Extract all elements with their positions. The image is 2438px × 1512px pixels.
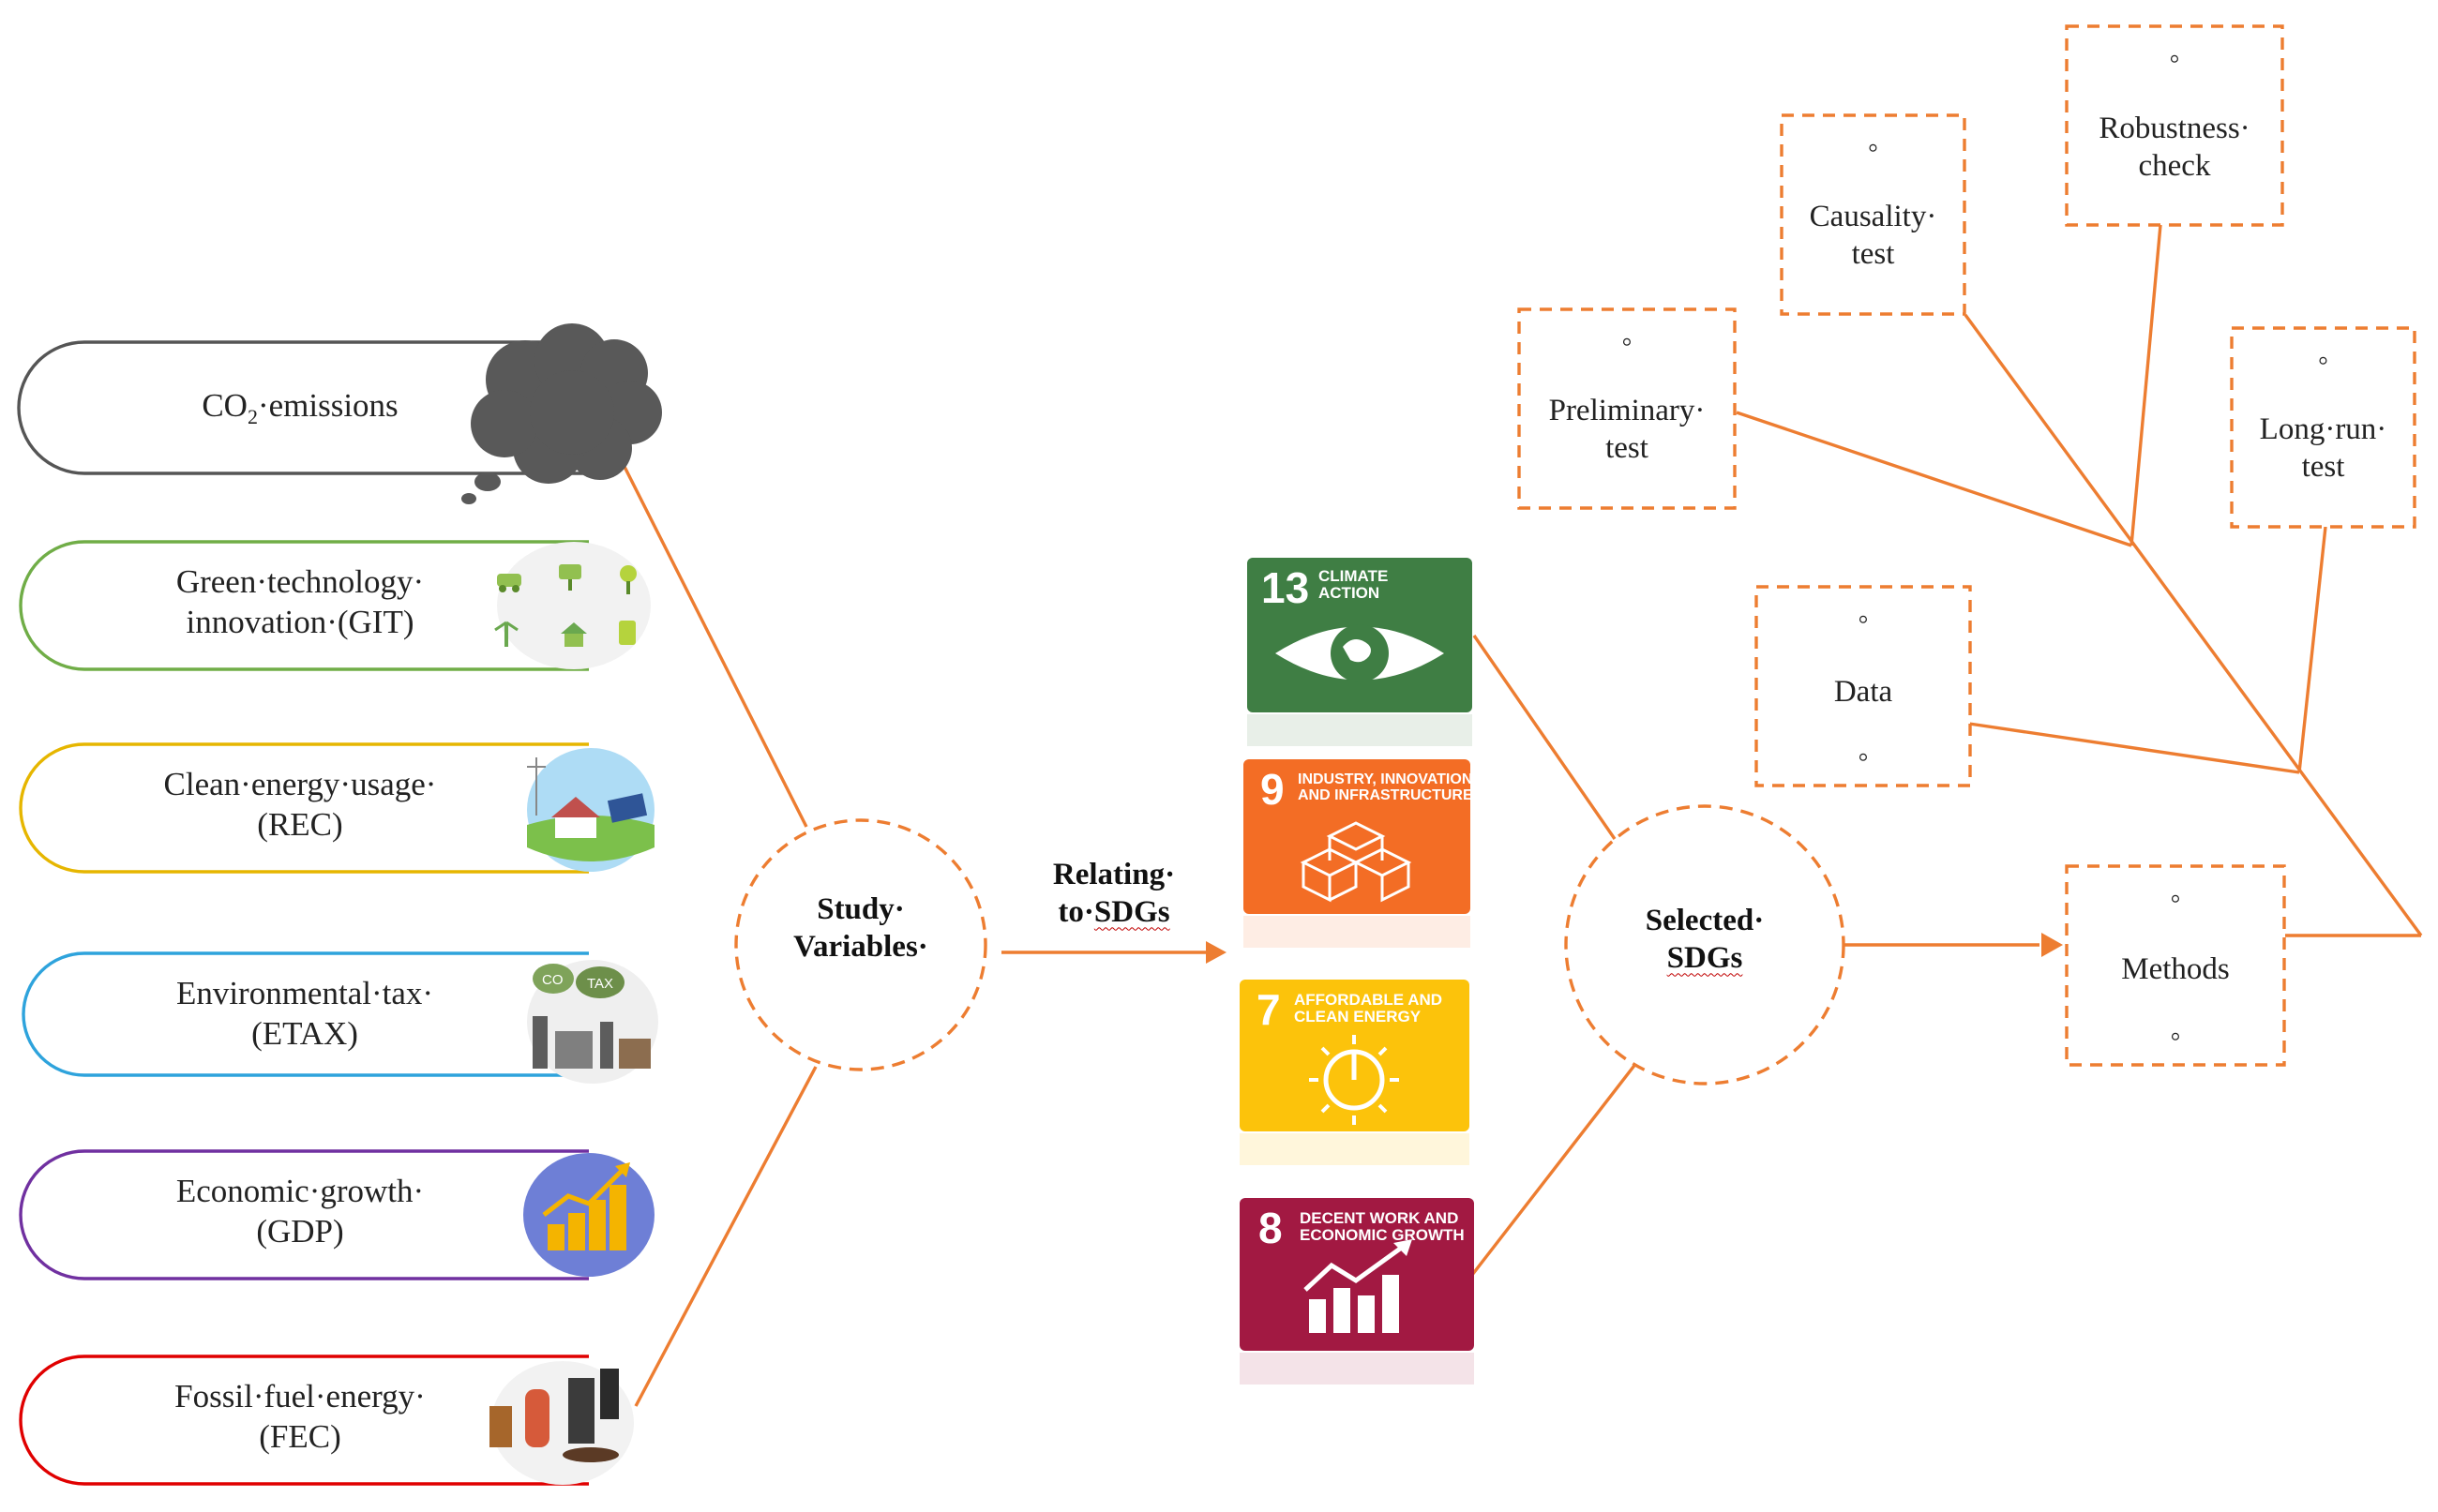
causality-test-box	[1780, 113, 1966, 316]
causality-test-label: Causality·test	[1809, 200, 1937, 272]
methods-label: Methods	[2121, 952, 2230, 986]
variable-label-rec: Clean·energy·usage·(REC)	[163, 766, 437, 843]
methods-bullet-bottom: ◦	[2170, 1020, 2181, 1054]
pill-git	[19, 540, 589, 671]
arrowhead-relating	[1206, 941, 1227, 964]
sdg-7-number: 7	[1257, 985, 1281, 1034]
methods-box	[2065, 864, 2286, 1067]
causality-test-bullet: ◦	[1867, 131, 1879, 165]
preliminary-test-label: Preliminary·test	[1548, 394, 1706, 466]
relating-to-sdgs-label: Relating·to·SDGs	[1052, 858, 1176, 930]
sdg-13-tile	[1247, 558, 1472, 746]
co2-tax-factory-icon: CO TAX	[527, 960, 658, 1084]
data-bullet-bottom: ◦	[1858, 741, 1869, 774]
arrowhead-methods	[2041, 933, 2063, 957]
variable-label-etax: Environmental·tax·(ETAX)	[175, 975, 434, 1052]
selected-sdgs-circle	[1564, 804, 1845, 1085]
variable-label-git: Green·technology·innovation·(GIT)	[175, 563, 425, 640]
sdg-9-tile	[1243, 759, 1470, 948]
pill-gdp	[19, 1149, 589, 1280]
robustness-check-bullet: ◦	[2169, 42, 2180, 76]
sdg-8-number: 8	[1258, 1204, 1283, 1252]
selected-sdgs-label: Selected·SDGs	[1645, 904, 1765, 976]
sdg-7-tile	[1240, 980, 1469, 1165]
methods-bullet-top: ◦	[2170, 882, 2181, 916]
pill-rec	[19, 742, 589, 874]
long-run-test-bullet: ◦	[2317, 344, 2329, 378]
pill-fec	[19, 1355, 589, 1486]
pill-etax	[22, 951, 589, 1077]
cloud-icon	[461, 323, 662, 504]
study-variables-label: Study·Variables·	[793, 892, 928, 965]
fossil-fuel-icon	[489, 1361, 634, 1485]
data-box	[1754, 585, 1972, 787]
long-run-test-label: Long·run·test	[2259, 412, 2387, 485]
sdg-8-tile	[1240, 1198, 1474, 1385]
sdg-9-number: 9	[1260, 765, 1285, 814]
variable-label-fec: Fossil·fuel·energy·(FEC)	[174, 1378, 426, 1455]
preliminary-test-box	[1517, 307, 1737, 510]
variable-label-gdp: Economic·growth·(GDP)	[175, 1173, 425, 1250]
growth-chart-icon	[523, 1153, 655, 1277]
robustness-check-box	[2065, 24, 2284, 227]
green-tech-icons	[494, 542, 651, 669]
sdg-13-number: 13	[1261, 563, 1310, 612]
pill-co2	[17, 340, 589, 475]
house-solar-icon	[527, 748, 655, 872]
data-label: Data	[1833, 675, 1893, 709]
svg-text:TAX: TAX	[587, 976, 613, 992]
data-bullet-top: ◦	[1858, 603, 1869, 636]
study-variables-circle	[734, 818, 987, 1071]
svg-text:CO: CO	[542, 972, 564, 988]
connector-lines	[619, 224, 2423, 1407]
preliminary-test-bullet: ◦	[1621, 325, 1633, 359]
robustness-check-label: Robustness·check	[2099, 112, 2250, 184]
variable-label-co2: CO2·emissions	[202, 387, 399, 428]
long-run-test-box	[2230, 326, 2416, 529]
